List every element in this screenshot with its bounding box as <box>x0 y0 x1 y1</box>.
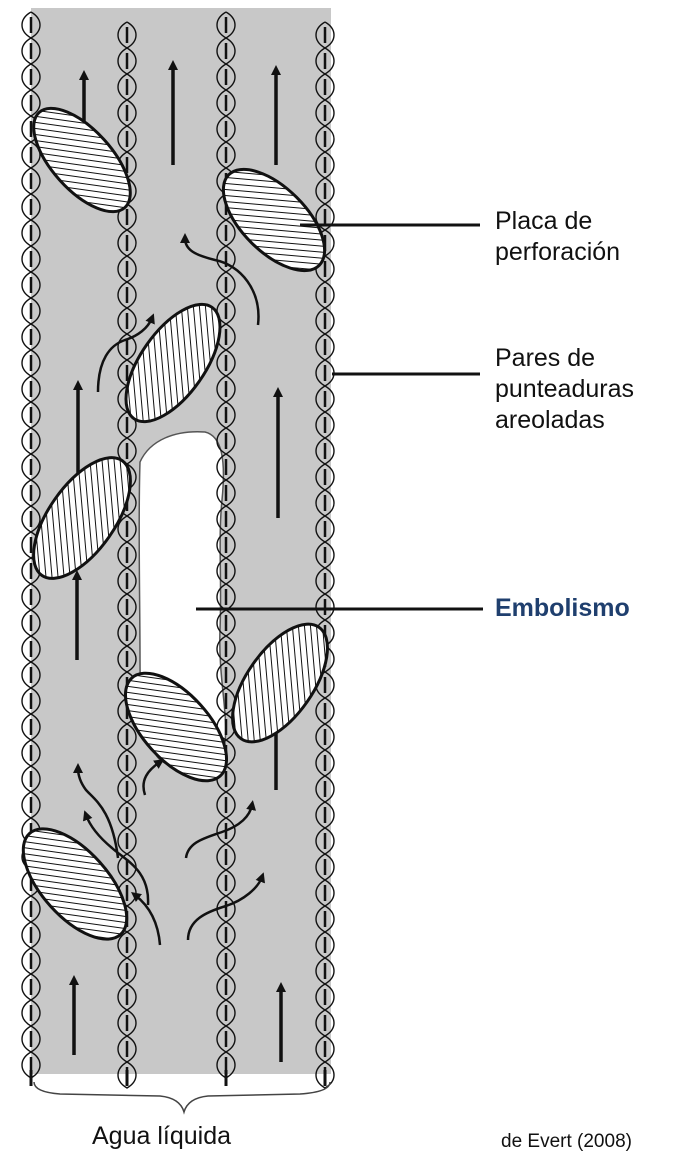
perforation-plate-label-line2: perforación <box>495 237 620 268</box>
liquid-water-label: Agua líquida <box>92 1122 231 1151</box>
pit-pairs-label-line1: Pares de <box>495 343 634 374</box>
brace-icon <box>34 1082 330 1112</box>
perforation-plate-label: Placa de perforación <box>495 206 620 268</box>
embolism-label: Embolismo <box>495 593 630 624</box>
pit-pairs-label-line2: punteaduras <box>495 374 634 405</box>
pit-pairs-label-line3: areoladas <box>495 405 634 436</box>
pit-pairs-label: Pares de punteaduras areoladas <box>495 343 634 436</box>
perforation-plate-label-line1: Placa de <box>495 206 620 237</box>
source-credit: de Evert (2008) <box>501 1131 632 1153</box>
